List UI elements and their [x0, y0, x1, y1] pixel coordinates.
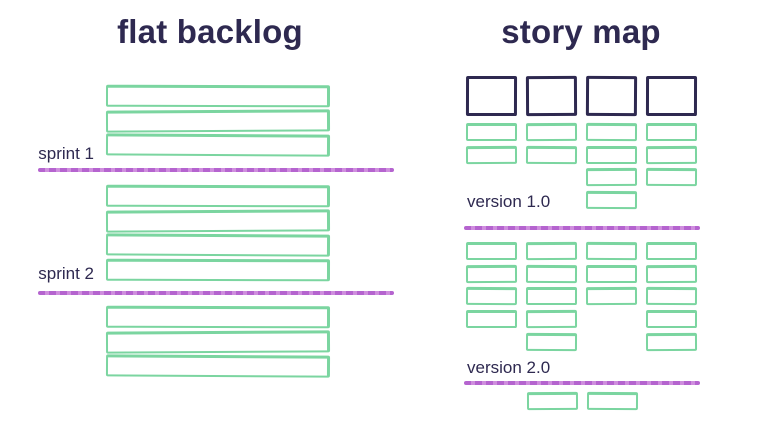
release-label: version 2.0 [467, 358, 551, 377]
release-label: version 1.0 [467, 192, 551, 211]
backlog-item-bar [105, 330, 331, 354]
backlog-item-bar [105, 84, 331, 108]
sprint-label: sprint 2 [38, 264, 94, 283]
story-card [525, 145, 578, 165]
backlog-item-bar [105, 209, 331, 233]
story-card [585, 190, 638, 210]
story-card [465, 241, 518, 261]
flat-backlog-title: flat backlog [117, 13, 303, 50]
backlog-item-bar [105, 133, 331, 157]
sprint-label: sprint 1 [38, 144, 94, 163]
story-card [525, 286, 578, 306]
story-card [645, 145, 698, 165]
story-card [645, 264, 698, 284]
story-card [465, 264, 518, 284]
story-card [465, 309, 518, 329]
epic-card [645, 75, 698, 117]
backlog-item-bar [105, 233, 331, 257]
epic-card [525, 75, 578, 117]
story-card [645, 167, 698, 187]
story-card [645, 122, 698, 142]
story-card [525, 241, 578, 261]
story-card [585, 264, 638, 284]
story-card [525, 264, 578, 284]
story-card [525, 122, 578, 142]
release-divider-line [464, 226, 700, 230]
backlog-item-bar [105, 354, 331, 378]
backlog-item-bar [105, 184, 331, 208]
story-card [585, 167, 638, 187]
story-map-title: story map [501, 13, 661, 50]
epic-card [465, 75, 518, 117]
epic-card [585, 75, 638, 117]
story-card [585, 286, 638, 306]
story-card [525, 332, 578, 352]
backlog-item-bar [105, 258, 331, 282]
sprint-divider-line [38, 291, 394, 295]
story-card [645, 241, 698, 261]
story-card [465, 286, 518, 306]
story-card [585, 122, 638, 142]
story-card [586, 391, 639, 411]
story-card [465, 122, 518, 142]
story-card [645, 286, 698, 306]
story-card [585, 145, 638, 165]
backlog-item-bar [105, 109, 331, 133]
sprint-divider-line [38, 168, 394, 172]
release-divider-line [464, 381, 700, 385]
story-card [645, 332, 698, 352]
story-card [645, 309, 698, 329]
story-card [465, 145, 518, 165]
backlog-item-bar [105, 305, 331, 329]
story-card [526, 391, 579, 411]
story-card [585, 241, 638, 261]
story-card [525, 309, 578, 329]
